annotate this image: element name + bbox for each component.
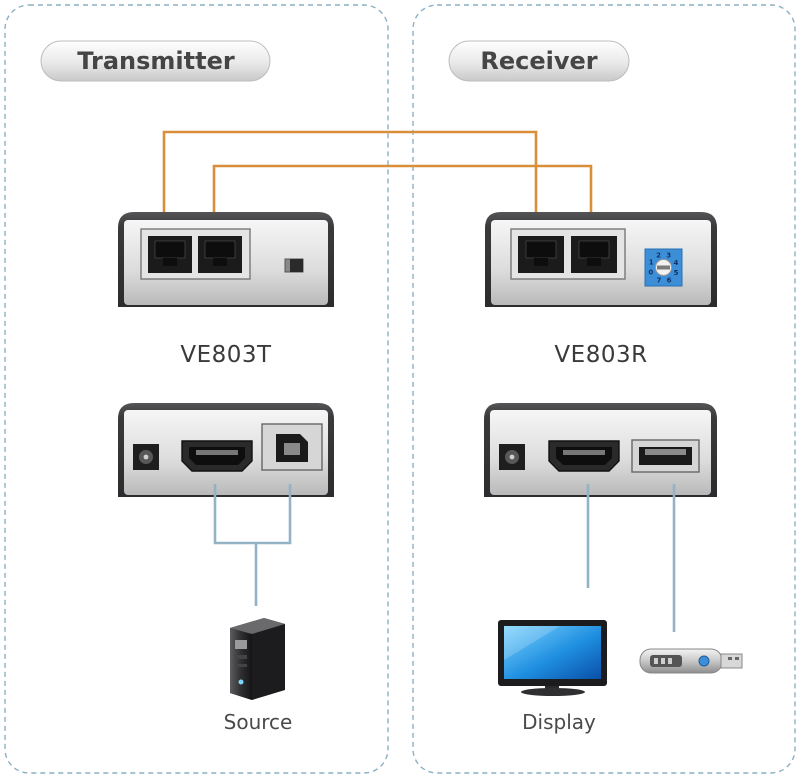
dial-number-0: 0: [648, 269, 653, 277]
dial-number-4: 4: [673, 259, 678, 267]
rj45-port-icon: [510, 228, 626, 280]
display-caption: Display: [522, 710, 596, 734]
receiver-model-label: VE803R: [554, 342, 647, 368]
source-caption: Source: [224, 710, 293, 734]
usb-stick-icon: [639, 648, 743, 674]
receiver-title-pill: Receiver: [448, 40, 630, 82]
hdmi-usb-source-cable: [213, 484, 292, 545]
usb-b-port-icon: [261, 423, 323, 471]
ve803t-hdmi-unit: [118, 403, 334, 497]
usb-a-port-icon: [631, 439, 700, 473]
pc-tower-icon: [230, 618, 285, 700]
hdmi-port-icon: [181, 440, 253, 472]
receiver-panel: [412, 4, 796, 774]
ve803t-rj45-unit: [118, 212, 334, 307]
transmitter-title: Transmitter: [77, 47, 235, 75]
slide-switch-icon: [284, 258, 304, 273]
transmitter-model-label: VE803T: [180, 342, 272, 368]
ve803r-hdmi-unit: [484, 403, 717, 497]
power-jack-icon: [499, 444, 525, 470]
dial-number-3: 3: [666, 252, 671, 260]
receiver-title: Receiver: [480, 47, 597, 75]
monitor-icon: [498, 620, 607, 696]
dial-number-1: 1: [649, 258, 654, 266]
dial-number-7: 7: [656, 277, 661, 285]
transmitter-panel: [4, 4, 389, 774]
rj45-port-icon: [140, 228, 251, 280]
power-jack-icon: [133, 444, 159, 470]
dial-number-6: 6: [667, 276, 672, 284]
dial-number-5: 5: [674, 269, 679, 277]
hdmi-port-icon: [548, 440, 620, 472]
cat5-cable-2: [212, 164, 593, 228]
dial-number-2: 2: [656, 251, 661, 259]
transmitter-title-pill: Transmitter: [40, 40, 271, 82]
cat5-cable-1: [162, 130, 538, 228]
